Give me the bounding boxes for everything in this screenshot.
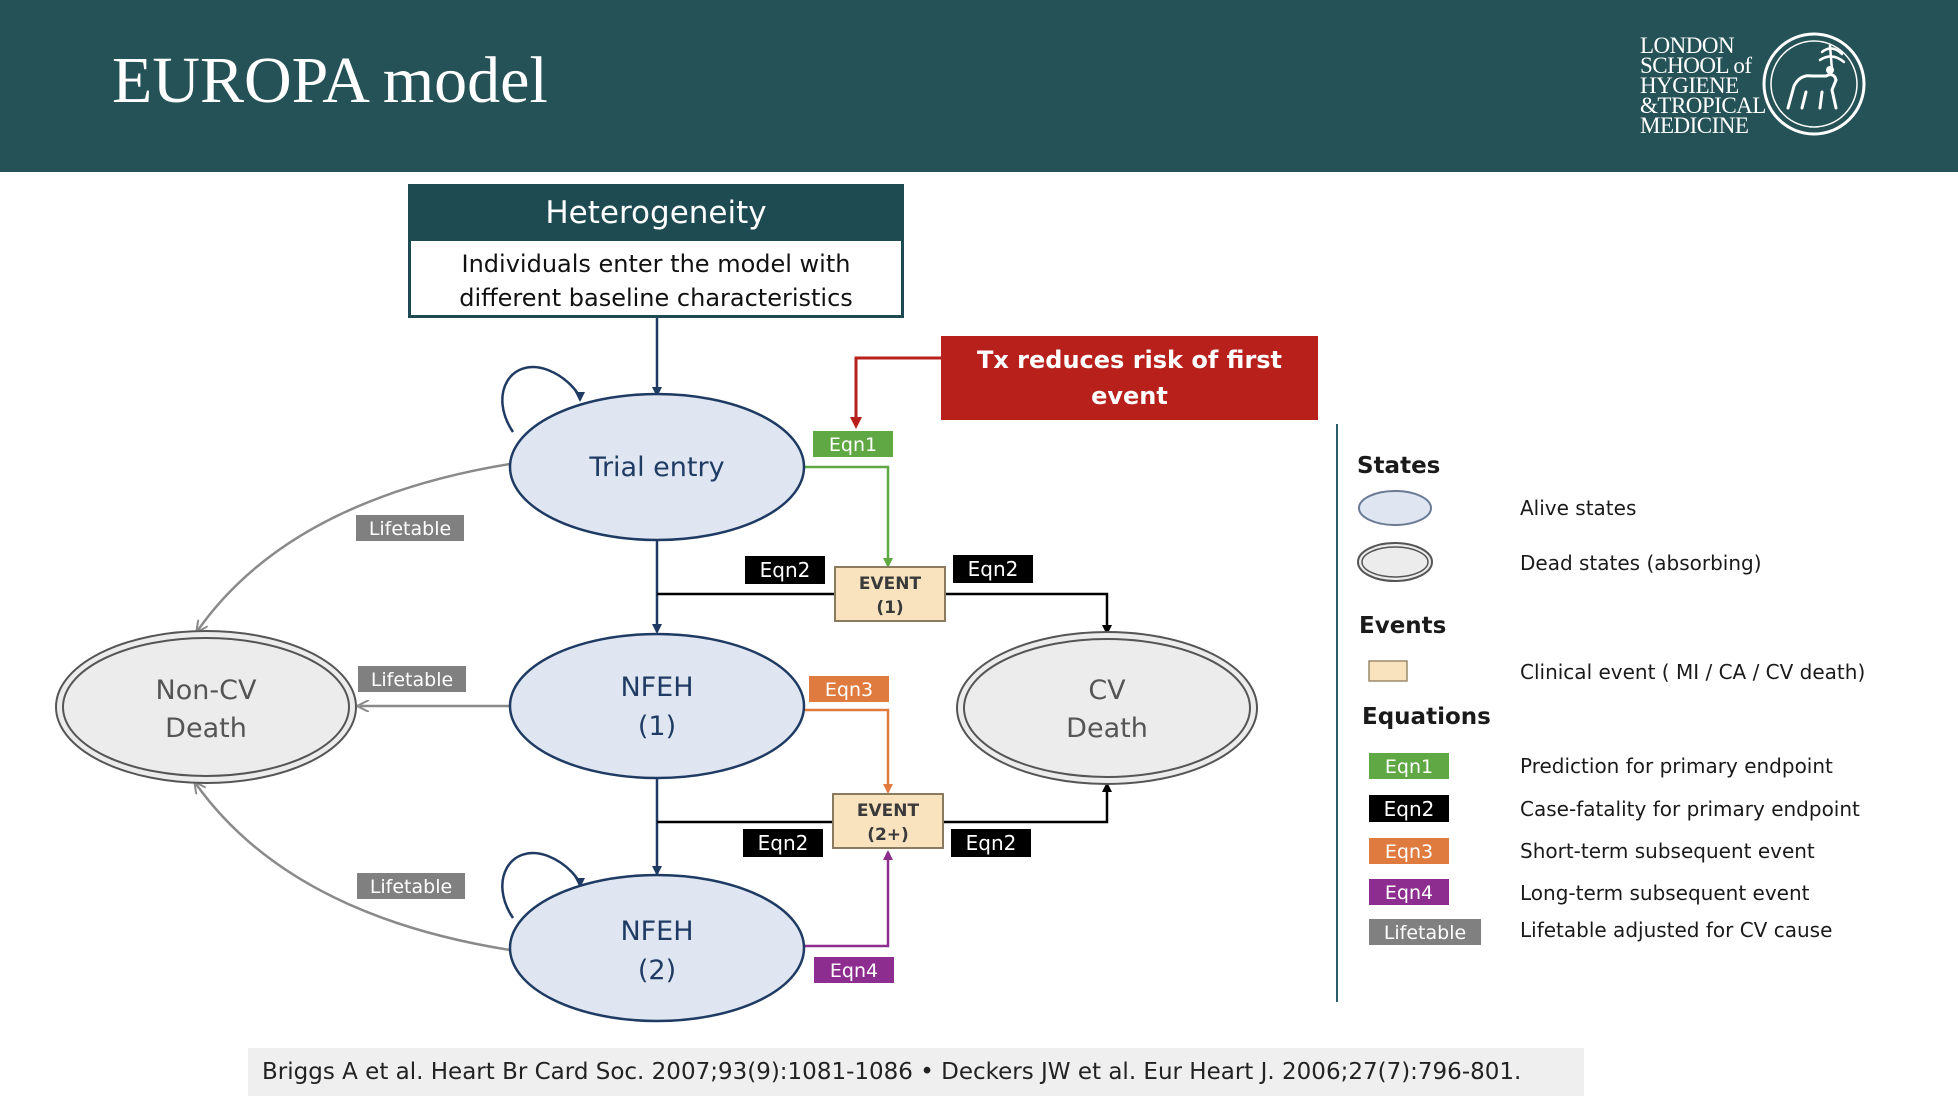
lifetable-arrow-trial-entry: [198, 462, 511, 630]
tag-eqn1: Eqn1: [813, 431, 893, 457]
tag-label: Eqn2: [968, 557, 1019, 581]
tag-eqn2-upper-right: Eqn2: [953, 555, 1033, 583]
tag-eqn4: Eqn4: [814, 957, 894, 983]
state-label: (1): [638, 711, 676, 742]
state-label: (2): [638, 955, 676, 986]
tag-label: Lifetable: [370, 876, 452, 898]
event-box-1: EVENT (1): [834, 566, 946, 622]
tag-eqn3: Eqn3: [809, 676, 889, 702]
trial-entry-loop-arrow: [501, 365, 585, 433]
event-label: EVENT: [859, 574, 922, 594]
logo-line: MEDICINE: [1640, 113, 1749, 138]
event-label: (2+): [867, 825, 909, 845]
tag-label: Eqn1: [829, 434, 877, 456]
state-label: Death: [1066, 713, 1148, 744]
legend-lifetable-swatch: [1369, 919, 1481, 945]
slide-title: EUROPA model: [112, 44, 548, 117]
logo-line: SCHOOL of: [1640, 53, 1752, 78]
legend-alive-swatch: [1358, 490, 1432, 526]
legend-eqn1-tag: Eqn1: [1385, 756, 1433, 778]
legend-eqn4-label: Long-term subsequent event: [1520, 881, 1810, 905]
logo-line: &TROPICAL: [1640, 93, 1766, 118]
treatment-line: Tx reduces risk of first event: [976, 346, 1283, 410]
tag-label: Eqn2: [758, 831, 809, 855]
state-label: NFEH: [620, 672, 693, 703]
lifetable-arrow-nfeh2: [196, 784, 511, 952]
heterogeneity-heading: Heterogeneity: [411, 187, 901, 241]
event-box-2: EVENT (2+): [832, 793, 944, 849]
legend-dead-swatch: [1357, 542, 1433, 582]
title-bar: [0, 0, 1958, 172]
tag-label: Eqn4: [830, 960, 878, 982]
heterogeneity-description: Individuals enter the model with differe…: [411, 241, 901, 315]
legend-eqn3-swatch: [1369, 838, 1449, 864]
legend-eqn2-label: Case-fatality for primary endpoint: [1520, 797, 1860, 821]
state-label: Death: [165, 713, 247, 744]
legend-lifetable-tag: Lifetable: [1384, 922, 1466, 944]
heterogeneity-box: Heterogeneity Individuals enter the mode…: [408, 184, 904, 318]
legend-eqn3-tag: Eqn3: [1385, 841, 1433, 863]
event-label: EVENT: [857, 801, 920, 821]
legend-divider: [1336, 424, 1338, 1002]
tag-label: Eqn2: [760, 558, 811, 582]
tag-eqn2-lower-right: Eqn2: [951, 829, 1031, 857]
treatment-effect-box: Tx reduces risk of first event (perindop…: [941, 336, 1318, 446]
legend-eqn2-swatch: [1369, 795, 1449, 822]
lshtm-crest-icon: [1762, 32, 1866, 136]
tag-label: Eqn2: [966, 831, 1017, 855]
eqn4-path: [805, 850, 893, 948]
legend-eqn2-tag: Eqn2: [1384, 797, 1435, 821]
legend-eqn4-swatch: [1369, 879, 1449, 905]
legend-eqn4-tag: Eqn4: [1385, 882, 1433, 904]
legend-alive-label: Alive states: [1520, 496, 1636, 520]
legend-clinical-label: Clinical event ( MI / CA / CV death): [1520, 660, 1865, 684]
state-trial-entry: Trial entry: [508, 392, 806, 542]
legend-lifetable-label: Lifetable adjusted for CV cause: [1520, 918, 1832, 942]
state-label: Non-CV: [156, 675, 257, 706]
treatment-pointer-arrow: [850, 356, 941, 429]
tag-eqn2-lower-left: Eqn2: [743, 829, 823, 857]
state-nfeh-1: NFEH (1): [508, 632, 806, 780]
nfeh2-loop-arrow: [501, 851, 585, 919]
legend-events-heading: Events: [1359, 613, 1446, 639]
state-cv-death: CV Death: [956, 631, 1258, 785]
state-label: CV: [1088, 675, 1126, 706]
event-label: (1): [876, 598, 903, 618]
legend-eqn3-label: Short-term subsequent event: [1520, 839, 1815, 863]
legend: States Alive states Dead states (absorbi…: [1357, 453, 1865, 945]
event1-to-cvdeath-path: [945, 592, 1112, 635]
logo-line: LONDON: [1640, 33, 1735, 58]
state-nfeh-2: NFEH (2): [508, 873, 806, 1023]
legend-equations-heading: Equations: [1362, 704, 1491, 730]
tag-lifetable-lower: Lifetable: [357, 873, 465, 899]
logo-line: HYGIENE: [1640, 73, 1739, 98]
tag-lifetable-middle: Lifetable: [358, 666, 466, 692]
legend-eqn1-swatch: [1369, 753, 1449, 779]
legend-eqn1-label: Prediction for primary endpoint: [1520, 754, 1833, 778]
citation: Briggs A et al. Heart Br Card Soc. 2007;…: [248, 1048, 1584, 1096]
lshtm-logo: LONDON SCHOOL of HYGIENE &TROPICAL MEDIC…: [1640, 33, 1766, 138]
legend-dead-label: Dead states (absorbing): [1520, 551, 1762, 575]
state-non-cv-death: Non-CV Death: [55, 630, 357, 784]
legend-states-heading: States: [1357, 453, 1440, 479]
heterogeneity-line: different baseline characteristics: [459, 284, 853, 312]
legend-event-swatch: [1368, 660, 1408, 682]
state-label: Trial entry: [588, 452, 724, 483]
treatment-line: (perindopril hazard ratio): [956, 418, 1303, 446]
tag-label: Lifetable: [371, 669, 453, 691]
event2-to-cvdeath-path: [943, 782, 1112, 824]
tag-eqn2-upper-left: Eqn2: [745, 556, 825, 584]
state-label: NFEH: [620, 916, 693, 947]
eqn1-path: [805, 465, 893, 568]
eqn3-path: [805, 708, 893, 794]
heterogeneity-line: Individuals enter the model with: [461, 250, 851, 278]
tag-label: Lifetable: [369, 518, 451, 540]
tag-label: Eqn3: [825, 679, 873, 701]
tag-lifetable-upper: Lifetable: [356, 515, 464, 541]
